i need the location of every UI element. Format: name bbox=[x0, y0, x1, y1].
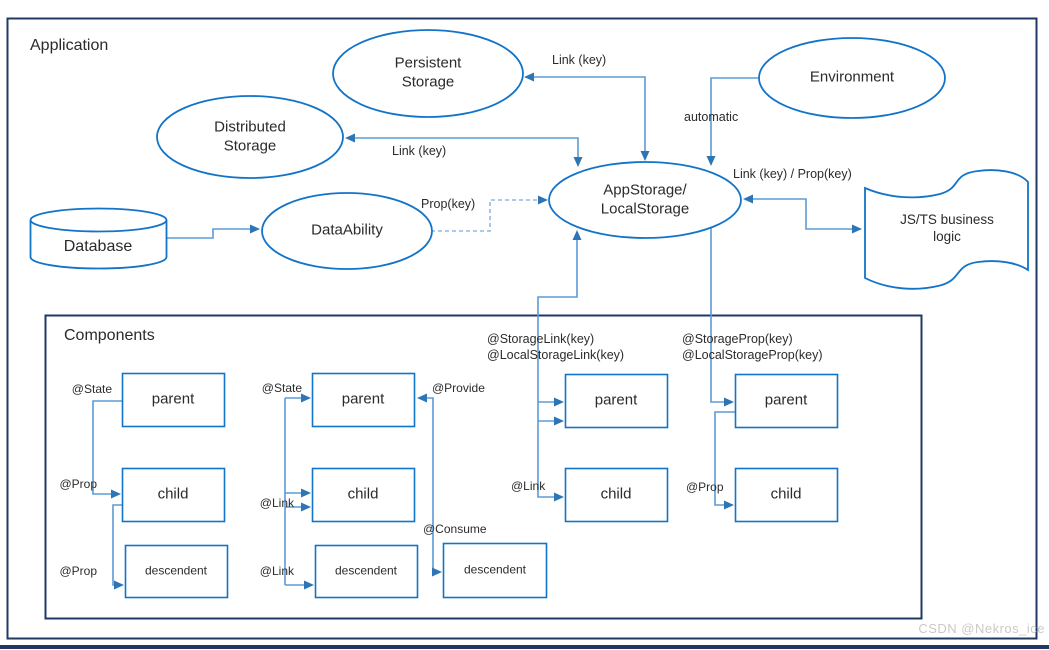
application-frame bbox=[6, 17, 1038, 640]
g4-parent-box-label: parent bbox=[594, 391, 638, 409]
environment-ellipse bbox=[758, 37, 946, 119]
g5-parent-box-label: parent bbox=[764, 391, 808, 409]
persistent-link-label: Link (key) bbox=[552, 53, 607, 67]
g3-provide-annotation: @Provide bbox=[432, 381, 485, 395]
g1-parent-box-label: parent bbox=[151, 390, 195, 408]
g2-parent-box-label: parent bbox=[341, 390, 385, 408]
g5-localstorageprop-header: @LocalStorageProp(key) bbox=[682, 348, 823, 362]
g1-descendent-box-label: descendent bbox=[144, 563, 208, 578]
dataability-dashed-connector bbox=[431, 199, 544, 232]
arrowheads bbox=[111, 72, 862, 590]
dataability-label: DataAbility bbox=[311, 221, 383, 239]
appstorage-label: AppStorage/ LocalStorage bbox=[600, 181, 690, 217]
database-cylinder-body bbox=[29, 220, 168, 270]
g3-descendent-box-label: descendent bbox=[463, 562, 527, 577]
persistent-storage-label: Persistent Storage bbox=[394, 54, 462, 90]
dataability-prop-label: Prop(key) bbox=[421, 197, 476, 211]
g2-state-annotation: @State bbox=[261, 381, 302, 395]
persistent-storage-ellipse bbox=[332, 29, 524, 118]
watermark: CSDN @Nekros_ice bbox=[918, 621, 1045, 636]
application-title: Application bbox=[30, 37, 109, 54]
distributed-storage-label: Distributed Storage bbox=[214, 118, 286, 154]
link-prop-label: Link (key) / Prop(key) bbox=[733, 167, 852, 181]
connector-lines bbox=[92, 76, 858, 586]
g3-consume-annotation: @Consume bbox=[423, 522, 487, 536]
automatic-label: automatic bbox=[684, 110, 739, 124]
g2-descendent-box-label: descendent bbox=[334, 563, 398, 578]
g2-child-box-label: child bbox=[347, 485, 379, 503]
distributed-link-label: Link (key) bbox=[392, 144, 447, 158]
g4-child-box-label: child bbox=[600, 485, 632, 503]
g5-child-box-label: child bbox=[770, 485, 802, 503]
g4-storagelink-header: @StorageLink(key) bbox=[487, 332, 595, 346]
distributed-storage-ellipse bbox=[156, 95, 344, 179]
node-shapes bbox=[29, 29, 1029, 290]
g2-link-desc-annotation: @Link bbox=[259, 564, 294, 578]
g5-storageprop-header: @StorageProp(key) bbox=[682, 332, 793, 346]
jsts-label: JS/TS business logic bbox=[900, 212, 994, 244]
environment-label: Environment bbox=[809, 68, 895, 86]
components-frame bbox=[44, 314, 923, 620]
g5-prop-annotation: @Prop bbox=[686, 480, 724, 494]
g4-localstoragelink-header: @LocalStorageLink(key) bbox=[487, 348, 625, 362]
g2-link-child-annotation: @Link bbox=[259, 496, 294, 510]
g1-child-box-label: child bbox=[157, 485, 189, 503]
g1-prop-child-annotation: @Prop bbox=[59, 477, 97, 491]
g1-state-annotation: @State bbox=[71, 382, 112, 396]
component-boxes bbox=[121, 372, 839, 599]
database-label: Database bbox=[63, 238, 133, 255]
dataability-ellipse bbox=[261, 192, 433, 270]
g4-link-annotation: @Link bbox=[511, 479, 546, 493]
g1-prop-desc-annotation: @Prop bbox=[59, 564, 97, 578]
jsts-tape-shape bbox=[864, 169, 1029, 290]
appstorage-ellipse bbox=[548, 161, 742, 239]
components-title: Components bbox=[64, 327, 155, 344]
database-cylinder-top bbox=[29, 207, 168, 233]
